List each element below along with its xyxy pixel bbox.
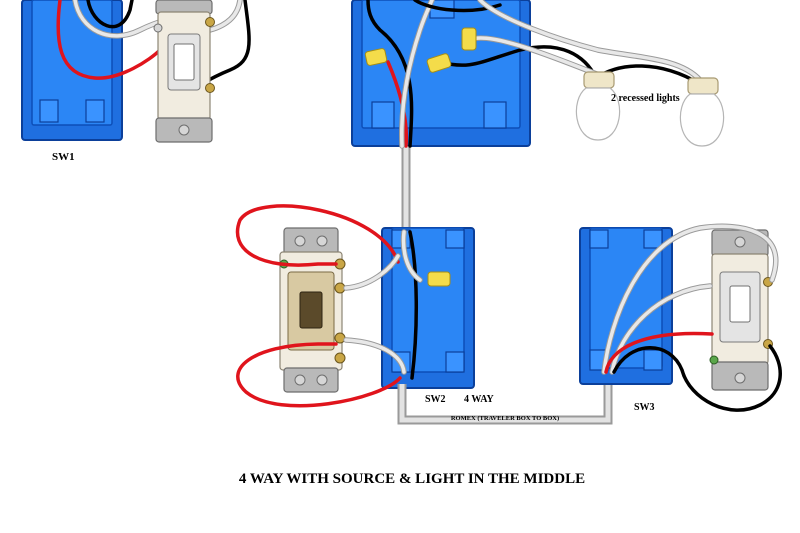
sw2-white-top-wire	[344, 254, 400, 290]
romex-traveler-cable: ROMEX (TRAVELER BOX TO BOX)	[397, 384, 613, 425]
sw3-white-traveler-wire	[602, 224, 778, 374]
sw3-label: SW3	[634, 402, 655, 413]
recessed-light-1	[575, 71, 621, 141]
light-junction-box-assembly: 2 recessed lights	[351, 0, 725, 232]
sw1-assembly: SW1	[21, 0, 251, 163]
sw3-three-way-switch	[709, 229, 773, 391]
recessed-light-2	[679, 77, 725, 147]
sw1-traveler-red-wire	[56, 0, 162, 80]
light-box-wire-nut-1	[364, 48, 388, 66]
sw2-black-passthrough	[408, 230, 419, 380]
light-box-neutral-wire	[468, 36, 604, 78]
sw1-label: SW1	[52, 151, 75, 163]
sw3-red-traveler-wire	[604, 331, 714, 374]
light-box-wire-nut-3	[461, 27, 477, 51]
sw1-three-way-switch	[153, 0, 215, 143]
lights-label: 2 recessed lights	[611, 93, 680, 104]
sw2-red-traveler-loop-top	[235, 204, 400, 267]
sw2-junction-box	[381, 227, 475, 389]
sw1-white-tail	[208, 0, 242, 32]
light-feed-white-wire	[478, 0, 702, 82]
sw3-assembly: SW3	[579, 223, 782, 413]
light-junction-box	[351, 0, 531, 147]
sw3-black-common-wire	[612, 344, 782, 412]
sw1-loop-black-wire	[86, 0, 134, 29]
light-box-wire-nut-2	[426, 53, 452, 73]
sw2-type-label: 4 WAY	[464, 394, 495, 405]
light-box-switched-black-wire	[438, 45, 598, 80]
sw2-neutral-wire	[401, 230, 422, 282]
sw2-red-traveler-loop-bottom	[236, 342, 402, 408]
sw2-four-way-switch	[279, 227, 346, 393]
light-box-black-wire-a	[366, 0, 414, 148]
sw2-label: SW2	[425, 394, 446, 405]
sw2-wire-nut	[427, 271, 451, 287]
sw3-white-tail-wire	[610, 284, 712, 374]
sw2-white-bottom-wire	[344, 338, 406, 374]
romex-label: ROMEX (TRAVELER BOX TO BOX)	[451, 415, 559, 422]
sw2-assembly: SW2 4 WAY	[235, 204, 495, 408]
diagram-title: 4 WAY WITH SOURCE & LIGHT IN THE MIDDLE	[239, 471, 585, 487]
